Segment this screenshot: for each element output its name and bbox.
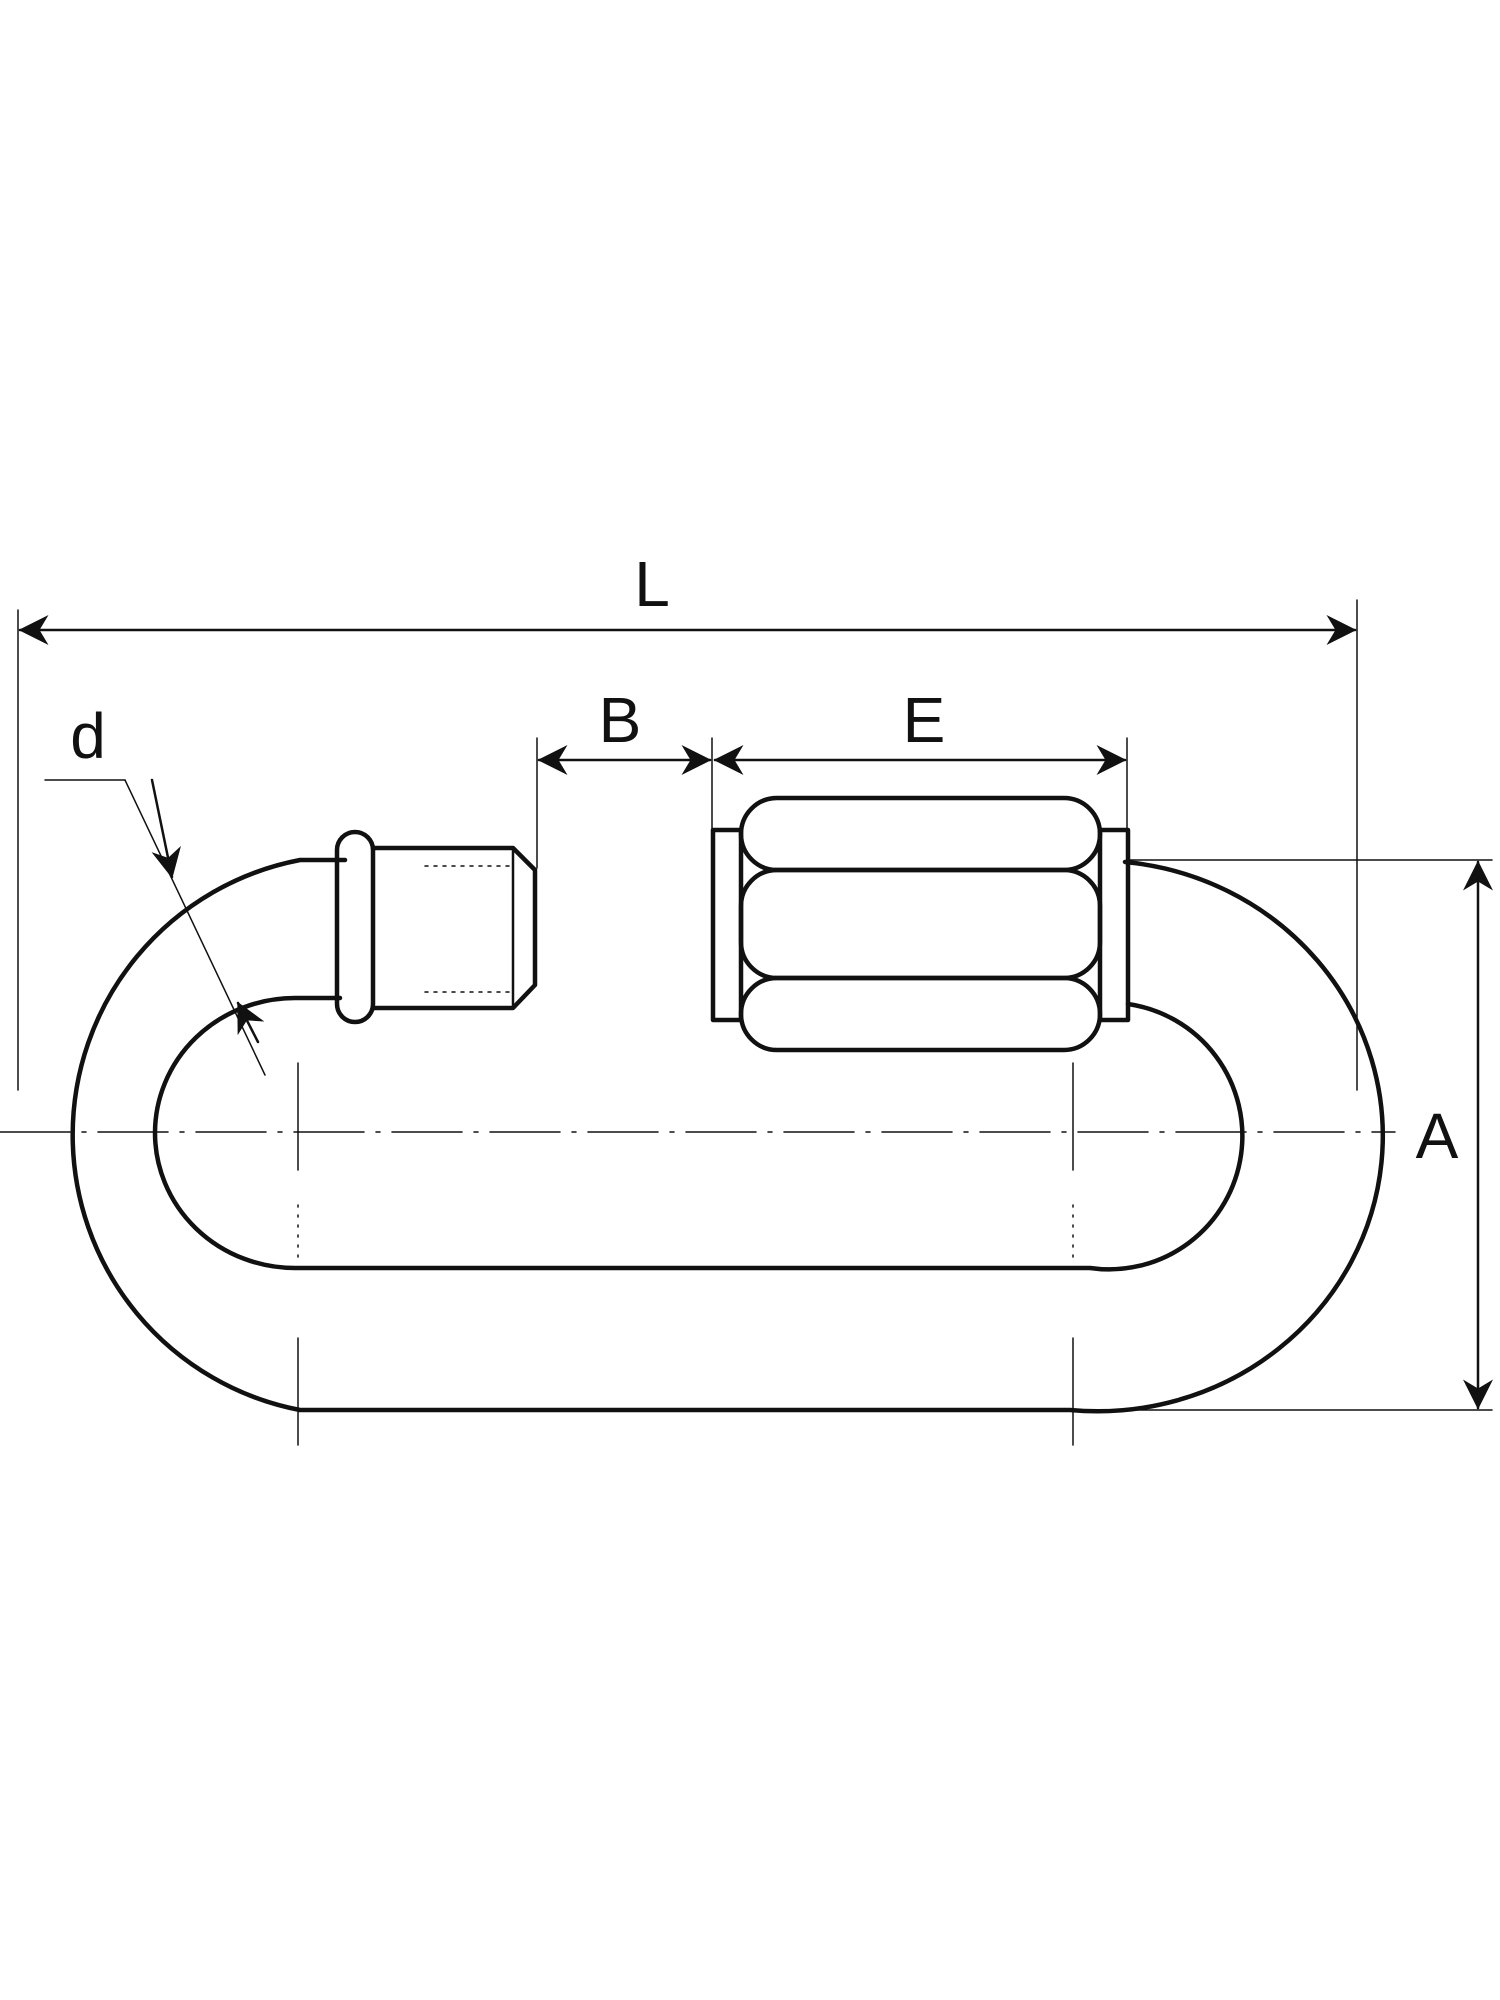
- nut-flat-bottom: [738, 975, 1103, 1053]
- dimension-label-l: L: [634, 548, 670, 620]
- link-inner-outline: [152, 995, 1245, 1272]
- dimension-label-e: E: [903, 684, 946, 756]
- dimension-label-b: B: [599, 684, 642, 756]
- dimension-line-d: [124, 779, 266, 1076]
- dimension-label-d: d: [70, 700, 106, 772]
- link-outer-outline: [70, 857, 1386, 1414]
- nut-flat-top: [738, 795, 1103, 873]
- arrow-d-outer: [150, 778, 181, 879]
- nut-flat-middle: [738, 867, 1103, 981]
- thread-flange: [334, 829, 376, 1025]
- nut-right-plate: [1097, 827, 1131, 1023]
- dimension-label-a: A: [1416, 1100, 1459, 1172]
- arrow-d-inner: [236, 1001, 265, 1044]
- nut-left-plate: [710, 827, 744, 1023]
- thread-body: [370, 845, 538, 1011]
